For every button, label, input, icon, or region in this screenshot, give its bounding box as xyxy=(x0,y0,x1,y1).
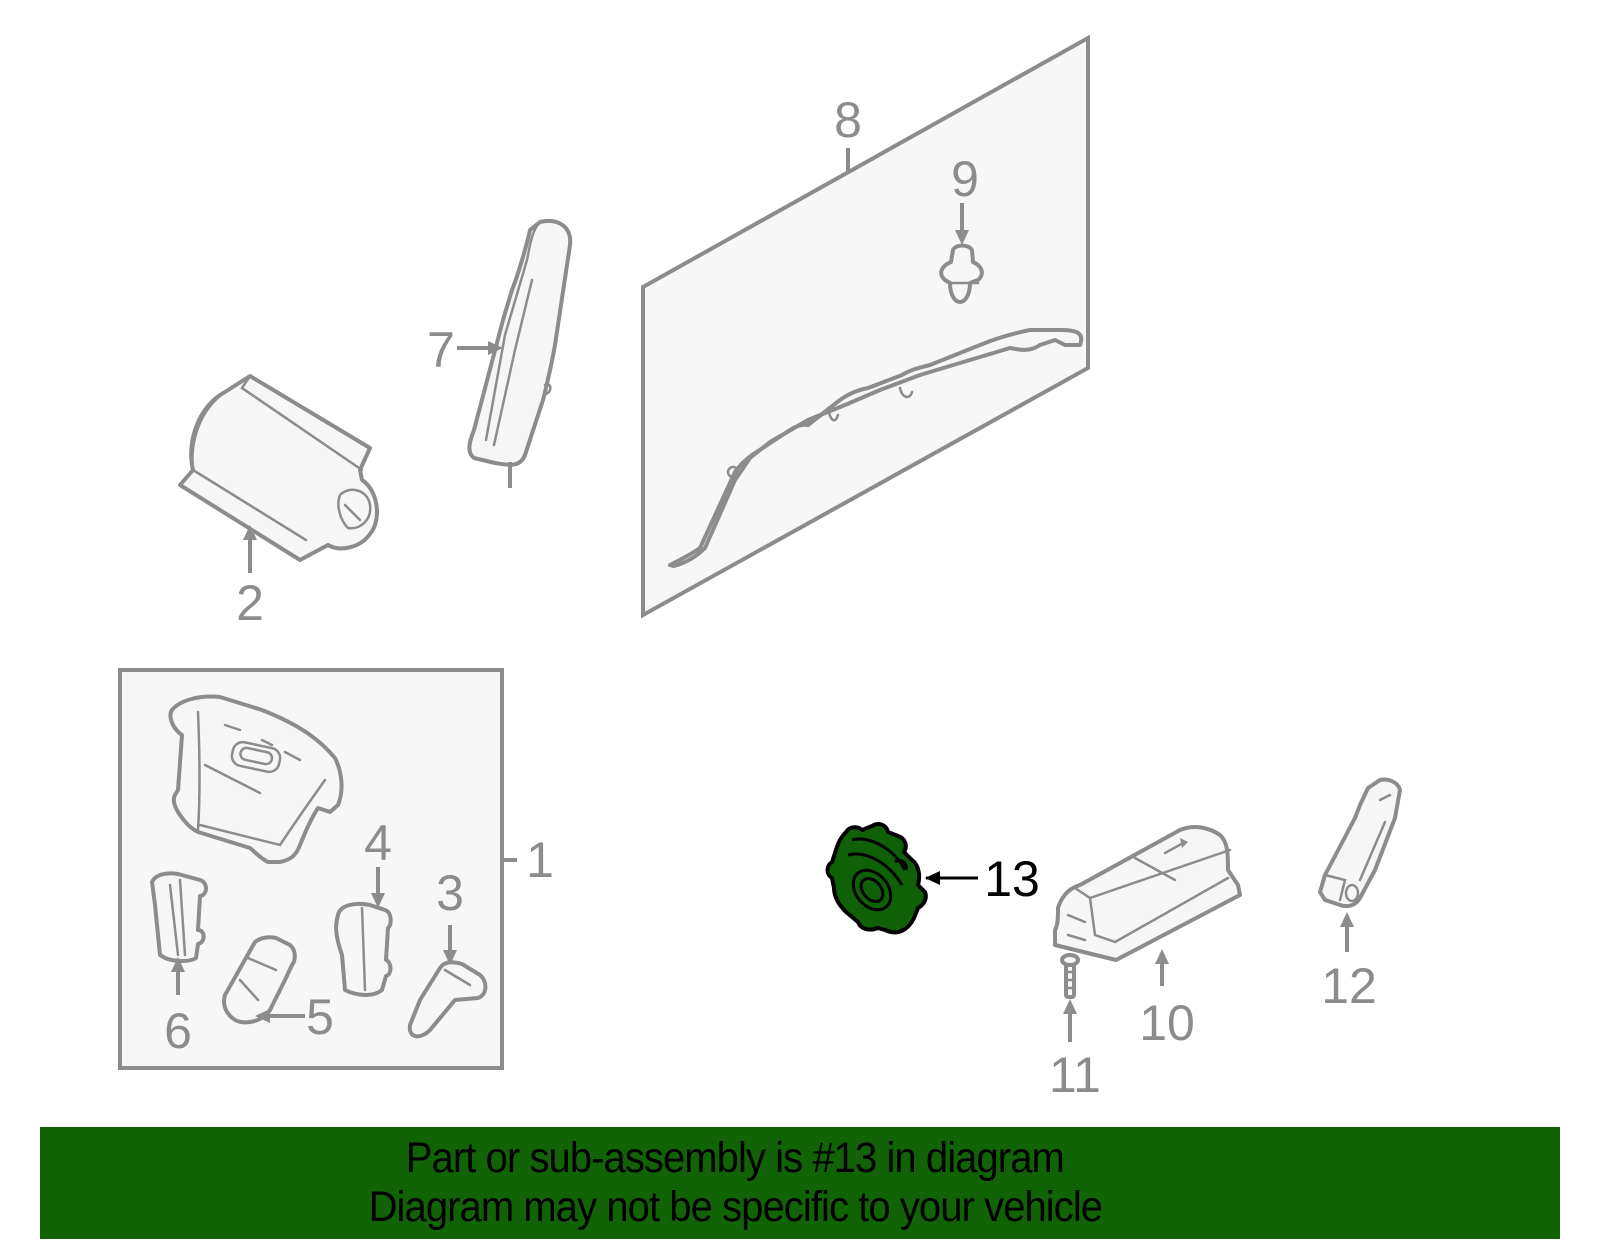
callout-2: 2 xyxy=(236,575,264,631)
part-2-airbag-module[interactable]: 2 xyxy=(178,374,379,631)
callout-7: 7 xyxy=(427,322,455,378)
callout-8: 8 xyxy=(834,92,862,148)
callout-9: 9 xyxy=(951,151,979,207)
info-banner: Part or sub-assembly is #13 in diagram D… xyxy=(40,1127,1560,1239)
callout-6: 6 xyxy=(164,1003,192,1059)
callout-12: 12 xyxy=(1321,958,1377,1014)
part-1-steering-wheel-airbag-assembly[interactable]: 1 6 5 4 3 xyxy=(118,668,554,1070)
part-11-bolt[interactable]: 11 xyxy=(1049,953,1101,1103)
part-8-curtain-airbag[interactable]: 8 9 xyxy=(641,34,1090,619)
callout-13: 13 xyxy=(984,851,1040,907)
part-12-impact-sensor[interactable]: 12 xyxy=(1318,777,1402,1014)
callout-11: 11 xyxy=(1049,1047,1101,1103)
callout-5: 5 xyxy=(306,989,334,1045)
part-10-airbag-control-module[interactable]: 10 xyxy=(1053,825,1242,1051)
callout-10: 10 xyxy=(1139,995,1195,1051)
callout-3: 3 xyxy=(436,865,464,921)
part-13-clock-spring[interactable]: 13 xyxy=(825,822,1040,935)
banner-part-note: Part or sub-assembly is #13 in diagram xyxy=(405,1134,1065,1182)
part-7-side-airbag[interactable]: 7 xyxy=(427,219,573,488)
part-9-clip[interactable] xyxy=(939,203,984,304)
banner-disclaimer: Diagram may not be specific to your vehi… xyxy=(368,1183,1102,1231)
callout-1: 1 xyxy=(526,832,554,888)
callout-4: 4 xyxy=(364,815,392,871)
